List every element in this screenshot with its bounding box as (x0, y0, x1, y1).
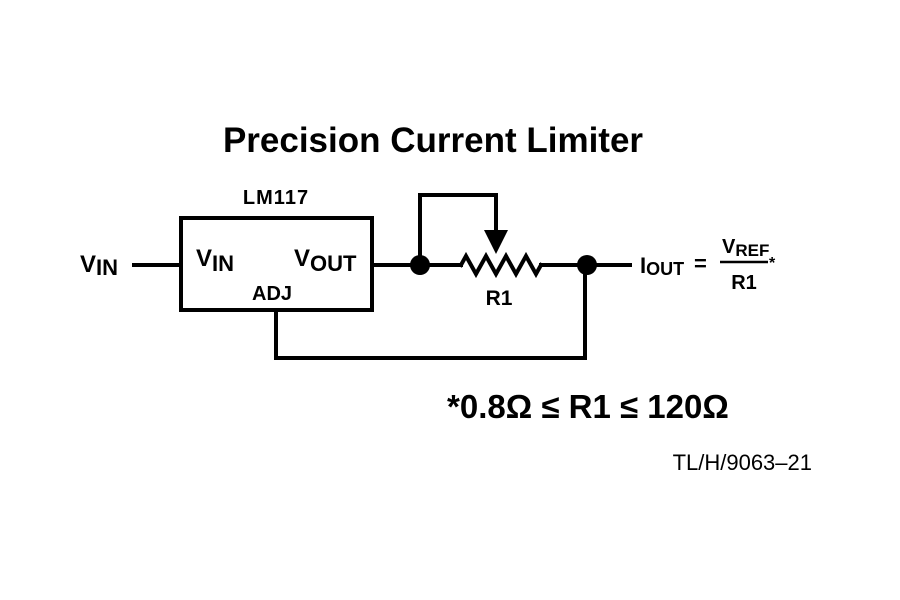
vref-asterisk: * (769, 255, 776, 272)
ic-vout-pin-label: VOUT (294, 245, 357, 276)
vref-numerator: VREF (722, 236, 769, 260)
junction-node-1 (410, 255, 430, 275)
r1-resistor-zigzag (458, 251, 544, 279)
r1-label: R1 (486, 287, 513, 310)
equals-sign: = (694, 251, 707, 276)
junction-node-2 (577, 255, 597, 275)
wiper-arrow (484, 230, 508, 254)
ic-vin-pin-label: VIN (196, 245, 234, 276)
iout-label: IOUT (640, 253, 684, 279)
r1-denominator: R1 (731, 272, 757, 294)
figure-id: TL/H/9063–21 (673, 450, 812, 475)
diagram-title: Precision Current Limiter (223, 121, 643, 160)
vin-label: VIN (80, 251, 118, 280)
wiper-loop-wire (418, 193, 498, 267)
resistor-range-note: *0.8Ω ≤ R1 ≤ 120Ω (447, 388, 729, 425)
ic-name: LM117 (243, 187, 309, 209)
ic-adj-pin-label: ADJ (252, 283, 292, 305)
adj-feedback-wire (274, 263, 587, 360)
